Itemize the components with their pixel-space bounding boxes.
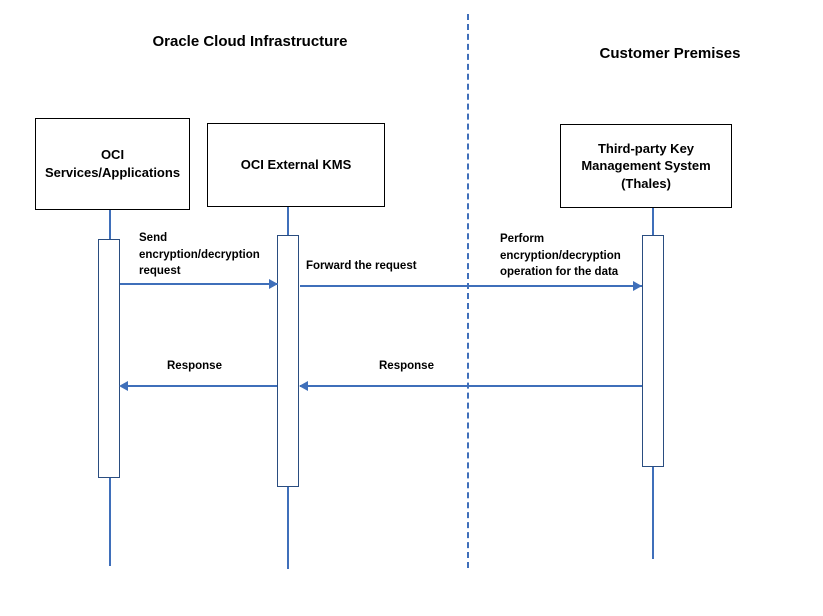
participant-label-oci-services: OCI Services/Applications: [44, 147, 181, 180]
message-label-response-to-services: Response: [167, 360, 222, 372]
message-line-forward-request: [300, 285, 642, 287]
message-line-response-to-kms: [300, 385, 642, 387]
zone-title-oracle-cloud-infrastructure: Oracle Cloud Infrastructure: [152, 33, 348, 50]
message-label-response-to-kms: Response: [379, 360, 434, 372]
arrow-head-response-to-services: [119, 381, 128, 391]
participant-label-third-party-kms: Third-party Key Management System (Thale…: [581, 140, 711, 191]
arrow-head-send-request: [269, 279, 278, 289]
message-line-response-to-services: [121, 385, 277, 387]
activation-bar-oci-external-kms: [277, 235, 299, 487]
cloud-premises-boundary-divider: [467, 14, 469, 568]
activation-bar-oci-services: [98, 239, 120, 478]
arrow-head-forward-request: [633, 281, 642, 291]
participant-box-oci-external-kms[interactable]: OCI External KMS: [207, 123, 385, 207]
message-label-perform-operation: Perform encryption/decryption operation …: [500, 233, 621, 279]
message-line-send-request: [120, 283, 278, 285]
participant-label-oci-external-kms: OCI External KMS: [240, 157, 352, 173]
message-label-forward-request: Forward the request: [306, 260, 417, 272]
zone-title-customer-premises: Customer Premises: [599, 45, 741, 62]
activation-bar-third-party-kms: [642, 235, 664, 467]
arrow-head-response-to-kms: [299, 381, 308, 391]
message-label-send-request: Send encryption/decryption request: [139, 232, 260, 278]
participant-box-oci-services[interactable]: OCI Services/Applications: [35, 118, 190, 210]
participant-box-third-party-kms[interactable]: Third-party Key Management System (Thale…: [560, 124, 732, 208]
